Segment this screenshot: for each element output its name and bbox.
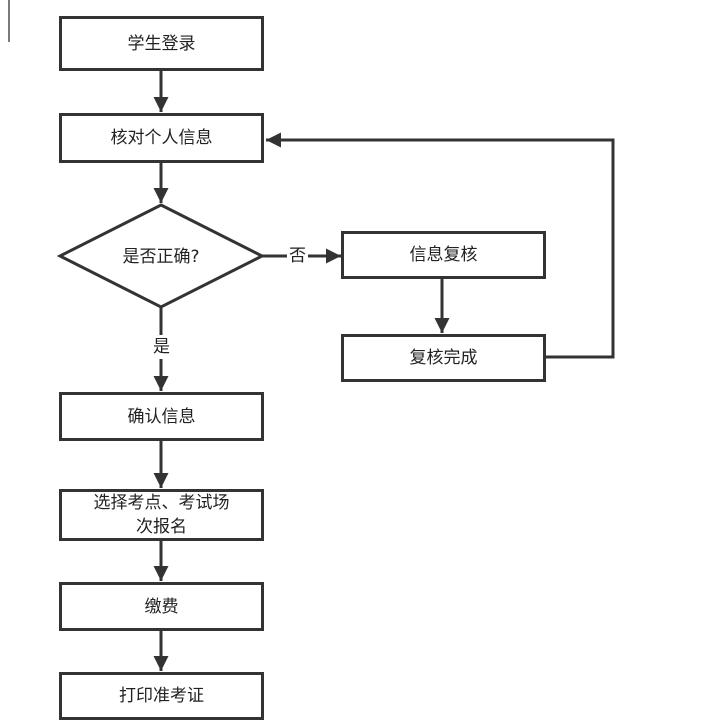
decision-label: 是否正确? xyxy=(122,247,199,267)
edge-label-yes: 是 xyxy=(152,335,171,359)
node-choose-exam-site-label-line2: 次报名 xyxy=(136,517,187,537)
node-confirm-info: 确认信息 xyxy=(59,392,264,441)
arrow-complete-back-to-verify xyxy=(266,132,615,359)
node-info-review: 信息复核 xyxy=(341,231,546,279)
node-choose-exam-site-label-line1: 选择考点、考试场 xyxy=(93,493,230,513)
node-confirm-info-label: 确认信息 xyxy=(127,406,196,427)
node-student-login-label: 学生登录 xyxy=(127,33,196,54)
node-pay-fee: 缴费 xyxy=(59,582,264,631)
edge-label-no: 否 xyxy=(287,246,308,266)
left-edge-mark xyxy=(8,0,10,42)
node-verify-personal-info: 核对个人信息 xyxy=(59,113,264,163)
node-review-complete-label: 复核完成 xyxy=(409,348,478,368)
node-review-complete: 复核完成 xyxy=(341,334,546,382)
node-student-login: 学生登录 xyxy=(59,16,264,71)
node-choose-exam-site: 选择考点、考试场 次报名 xyxy=(59,489,264,541)
node-verify-personal-info-label: 核对个人信息 xyxy=(110,128,213,148)
node-print-admission-ticket-label: 打印准考证 xyxy=(119,686,204,706)
decision-diamond xyxy=(56,203,266,309)
node-print-admission-ticket: 打印准考证 xyxy=(59,672,264,720)
node-pay-fee-label: 缴费 xyxy=(144,596,179,617)
node-info-review-label: 信息复核 xyxy=(409,245,478,265)
